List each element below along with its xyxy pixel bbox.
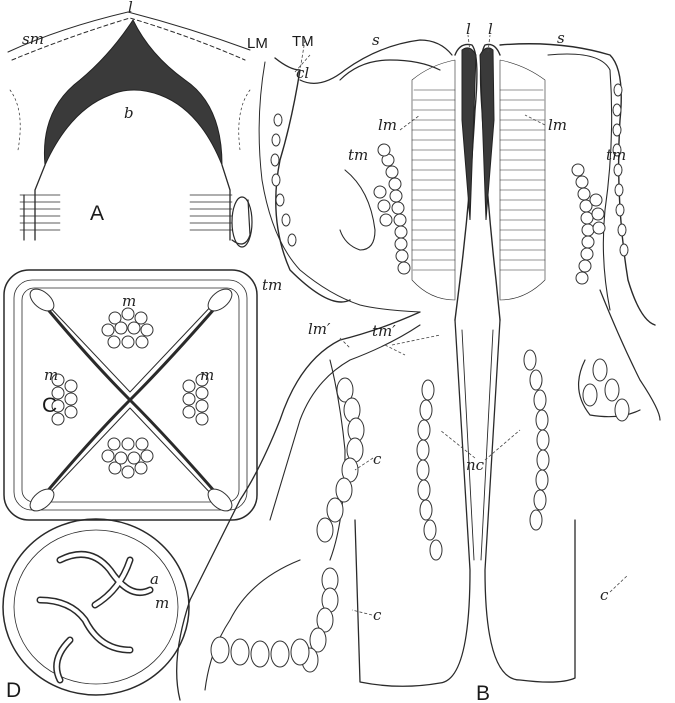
panel-b-drawing	[177, 35, 660, 700]
label-l-panel-a: l	[128, 0, 133, 16]
label-nc: nc	[466, 456, 485, 474]
label-lm-right: lm	[548, 116, 567, 134]
label-a: a	[150, 570, 159, 588]
label-lm-left: lm	[378, 116, 397, 134]
label-LM: LM	[247, 35, 268, 52]
label-tm-panel-c: tm	[262, 276, 282, 294]
label-TM: TM	[292, 33, 314, 50]
label-sm: sm	[22, 30, 44, 48]
label-tm-left: tm	[348, 146, 368, 164]
label-lm-prime: lm′	[308, 320, 331, 338]
label-c-2: c	[373, 606, 382, 624]
label-m-left: m	[44, 366, 58, 384]
label-tm-prime: tm′	[372, 322, 396, 340]
label-s-right: s	[557, 29, 565, 47]
label-m-top: m	[122, 292, 136, 310]
label-c-1: c	[373, 450, 382, 468]
label-s-left: s	[372, 31, 380, 49]
label-m-panel-d: m	[155, 594, 169, 612]
panel-c-label: C	[42, 394, 57, 417]
panel-a-drawing	[8, 12, 252, 247]
panel-b-label: B	[476, 682, 490, 703]
label-l-right-lip: l	[488, 20, 493, 38]
panel-d-label: D	[6, 679, 21, 702]
label-tm-right: tm	[606, 146, 626, 164]
panel-a-label: A	[90, 202, 104, 225]
label-l-left-lip: l	[466, 20, 471, 38]
label-b: b	[124, 104, 134, 122]
label-c-3: c	[600, 586, 609, 604]
label-m-right: m	[200, 366, 214, 384]
label-cl: cl	[296, 64, 309, 82]
